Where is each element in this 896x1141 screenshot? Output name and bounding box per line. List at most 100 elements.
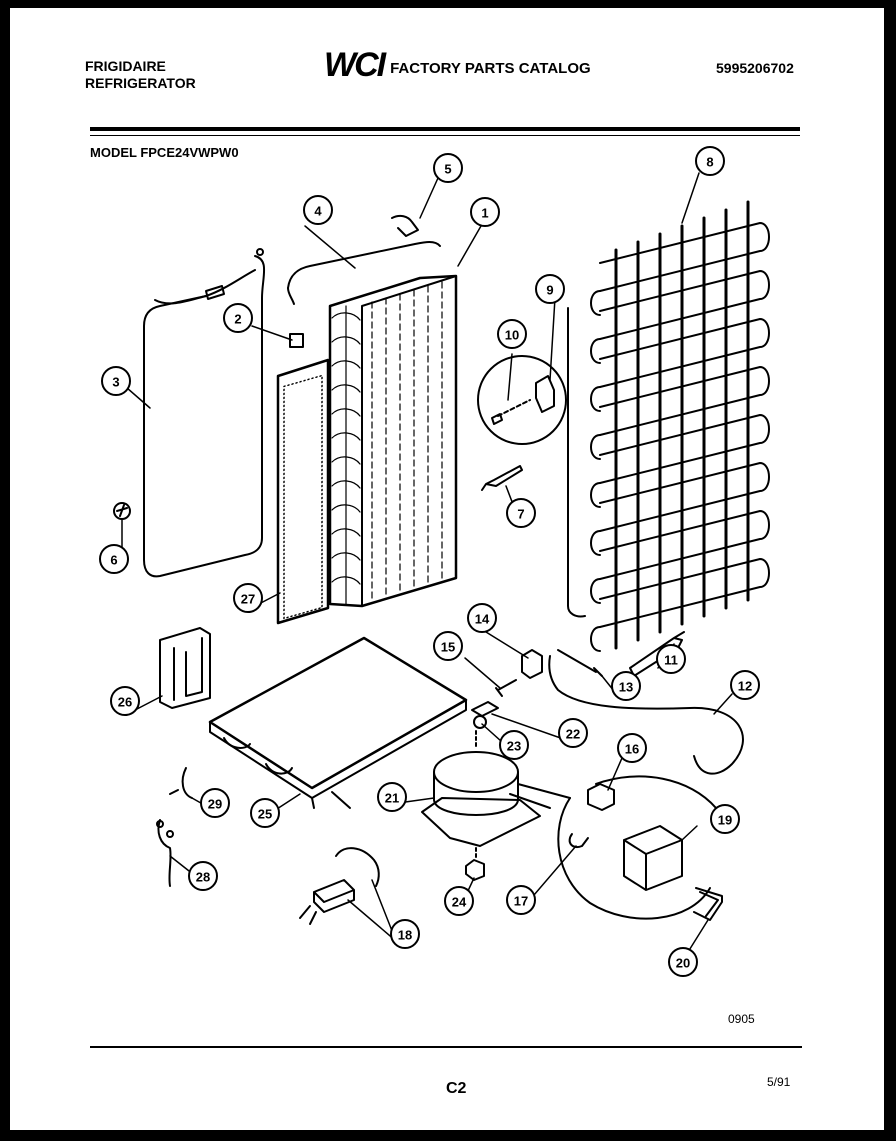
callout-18: 18 xyxy=(390,919,420,949)
callout-circle xyxy=(668,947,698,977)
part-screw-13 xyxy=(557,649,603,677)
evaporator-fin xyxy=(331,360,361,369)
callout-circle xyxy=(506,885,536,915)
part-tube xyxy=(287,241,441,289)
callout-circle xyxy=(110,686,140,716)
part-compressor xyxy=(421,729,571,861)
callout-27: 27 xyxy=(233,583,263,613)
product-label: REFRIGERATOR xyxy=(85,75,196,91)
callout-layer: 1234567891011121314151617181920212223242… xyxy=(99,146,760,977)
part-bracket-26 xyxy=(159,627,211,709)
callout-circle xyxy=(444,886,474,916)
part-cord-12 xyxy=(548,655,744,775)
callout-circle xyxy=(101,366,131,396)
evaporator-fin xyxy=(331,384,361,393)
callout-number: 5 xyxy=(444,162,451,177)
callout-number: 4 xyxy=(314,204,322,219)
callout-circle xyxy=(695,146,725,176)
callout-number: 11 xyxy=(664,653,678,668)
callout-circle xyxy=(233,583,263,613)
condenser-tube xyxy=(599,222,770,628)
callout-23: 23 xyxy=(499,730,529,760)
callout-number: 24 xyxy=(452,895,467,910)
header-rule xyxy=(90,127,800,131)
condenser-bend xyxy=(590,290,601,316)
callout-number: 7 xyxy=(517,507,524,522)
callout-circle xyxy=(467,603,497,633)
wci-logo: WCI xyxy=(324,46,386,84)
callout-circle xyxy=(611,671,641,701)
callout-number: 13 xyxy=(619,680,633,695)
part-relay-14 xyxy=(521,649,543,679)
callout-circle xyxy=(250,798,280,828)
callout-12: 12 xyxy=(730,670,760,700)
callout-number: 22 xyxy=(566,727,580,742)
callout-10: 10 xyxy=(497,319,527,349)
callout-circle xyxy=(303,195,333,225)
callout-circle xyxy=(499,730,529,760)
callout-5: 5 xyxy=(433,153,463,183)
part-capacitor-18 xyxy=(299,847,380,925)
callout-circle xyxy=(223,303,253,333)
callout-28: 28 xyxy=(188,861,218,891)
callout-29: 29 xyxy=(200,788,230,818)
header-rule-thin xyxy=(90,135,800,136)
part-heater-loop xyxy=(113,248,266,578)
callout-1: 1 xyxy=(470,197,500,227)
callout-circle xyxy=(433,631,463,661)
callout-9: 9 xyxy=(535,274,565,304)
callout-7: 7 xyxy=(506,498,536,528)
callout-circle xyxy=(617,733,647,763)
part-bracket-detail xyxy=(477,355,567,445)
catalog-title: WCI FACTORY PARTS CATALOG xyxy=(324,48,591,82)
callout-number: 2 xyxy=(234,312,241,327)
part-block-2 xyxy=(289,333,304,348)
callout-8: 8 xyxy=(695,146,725,176)
part-tube-end xyxy=(287,287,295,305)
part-insulation-pad xyxy=(276,358,330,625)
callout-circle xyxy=(730,670,760,700)
callout-circle xyxy=(99,544,129,574)
callout-16: 16 xyxy=(617,733,647,763)
callout-number: 1 xyxy=(481,206,488,221)
callout-2: 2 xyxy=(223,303,253,333)
callout-number: 14 xyxy=(475,612,490,627)
callout-15: 15 xyxy=(433,631,463,661)
condenser-bend xyxy=(590,530,601,556)
callout-3: 3 xyxy=(101,366,131,396)
callout-4: 4 xyxy=(303,195,333,225)
evaporator-fin xyxy=(331,576,361,585)
part-condenser-line xyxy=(567,307,586,618)
evaporator-fin xyxy=(331,552,361,561)
condenser-bend xyxy=(590,338,601,364)
callout-circle xyxy=(497,319,527,349)
evaporator-fins xyxy=(331,281,443,603)
part-base-pan xyxy=(208,636,468,809)
callout-11: 11 xyxy=(656,644,686,674)
part-plug-7 xyxy=(481,465,523,491)
part-wire-harness xyxy=(156,767,193,887)
callout-number: 6 xyxy=(110,553,117,568)
callout-20: 20 xyxy=(668,947,698,977)
callout-number: 9 xyxy=(546,283,553,298)
evaporator-fin xyxy=(331,432,361,441)
callout-circle xyxy=(200,788,230,818)
callout-number: 8 xyxy=(706,155,713,170)
callout-14: 14 xyxy=(467,603,497,633)
catalog-title-text: FACTORY PARTS CATALOG xyxy=(390,59,591,77)
callout-number: 17 xyxy=(514,894,528,909)
callout-number: 27 xyxy=(241,592,255,607)
callout-number: 26 xyxy=(118,695,132,710)
callout-number: 15 xyxy=(441,640,455,655)
callout-number: 28 xyxy=(196,870,210,885)
part-electrical-detail xyxy=(557,775,717,920)
callout-26: 26 xyxy=(110,686,140,716)
callout-25: 25 xyxy=(250,798,280,828)
callout-number: 12 xyxy=(738,679,752,694)
callout-6: 6 xyxy=(99,544,129,574)
callout-circle xyxy=(535,274,565,304)
condenser-bend xyxy=(590,482,601,508)
part-condenser-coil xyxy=(590,200,770,652)
callout-number: 10 xyxy=(505,328,519,343)
condenser-bend xyxy=(590,386,601,412)
